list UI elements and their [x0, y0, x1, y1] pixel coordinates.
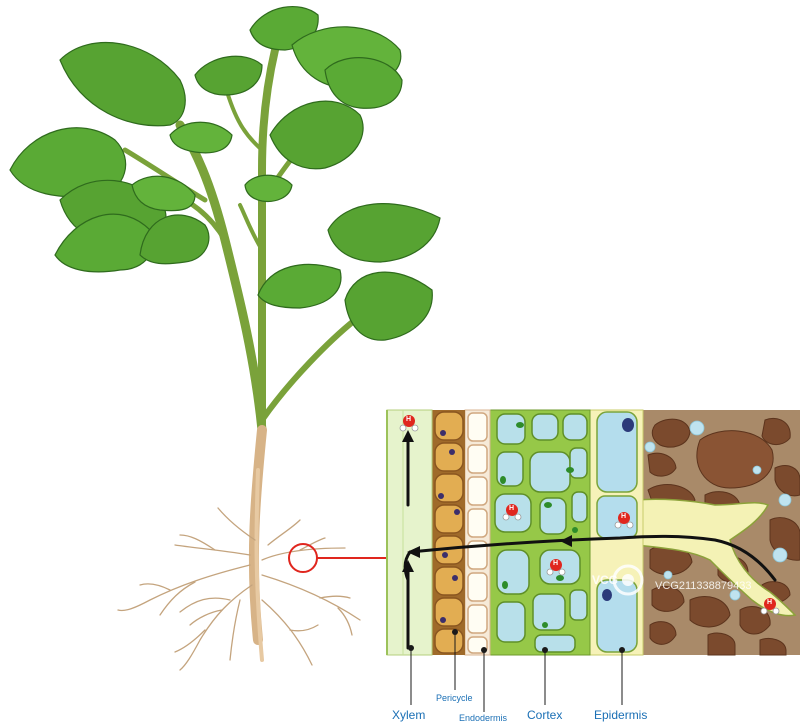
epidermis-cell: [596, 495, 638, 539]
root-hair: [635, 498, 797, 617]
epidermis-cell: [596, 411, 638, 493]
water-molecule: [760, 598, 780, 615]
molecule-label: H: [509, 505, 515, 512]
pericycle-cells: [434, 411, 464, 654]
plant-roots: [117, 507, 361, 671]
nucleus: [602, 589, 612, 601]
cortex-cells: [494, 413, 588, 653]
water-molecule: [399, 415, 419, 432]
water-molecules: [399, 415, 780, 615]
label-pericycle: Pericycle: [436, 693, 473, 703]
leaf: [194, 55, 263, 96]
leaf: [169, 121, 233, 154]
molecule-label: H: [406, 416, 412, 423]
leaf: [344, 271, 433, 341]
watermark-logo-text: VCG: [592, 573, 619, 587]
leaf: [9, 127, 127, 198]
leaf: [59, 41, 186, 127]
label-epidermis: Epidermis: [594, 708, 648, 722]
water-molecule: [614, 512, 634, 529]
label-endodermis: Endodermis: [459, 713, 508, 723]
leaf: [139, 214, 210, 265]
label-cortex: Cortex: [527, 708, 563, 722]
leaf: [327, 203, 441, 263]
arrowheads: [402, 430, 572, 572]
label-leader-dots: [408, 629, 625, 653]
watermark-id: VCG211338879433: [655, 580, 752, 592]
leaf: [324, 57, 403, 109]
molecule-label: H: [621, 513, 627, 520]
leaf: [269, 100, 364, 170]
water-molecule: [546, 559, 566, 576]
leaf: [244, 174, 293, 203]
leaf: [54, 213, 154, 273]
water-molecule: [502, 504, 522, 521]
label-xylem: Xylem: [392, 708, 426, 722]
plant-leaves: [9, 6, 441, 341]
plant: [9, 6, 441, 671]
endodermis-cells: [467, 412, 488, 654]
label-leaders: [410, 632, 623, 712]
water-pathway: [403, 438, 777, 650]
cortex-chloroplasts: [500, 422, 578, 628]
molecule-label: H: [767, 599, 773, 606]
leaf: [131, 175, 196, 212]
pericycle-nuclei: [438, 430, 460, 623]
leaf: [257, 263, 342, 309]
root-cross-section: [386, 409, 800, 712]
watermark-logo: [612, 564, 644, 596]
molecule-label: H: [553, 560, 559, 567]
nucleus: [622, 418, 634, 432]
